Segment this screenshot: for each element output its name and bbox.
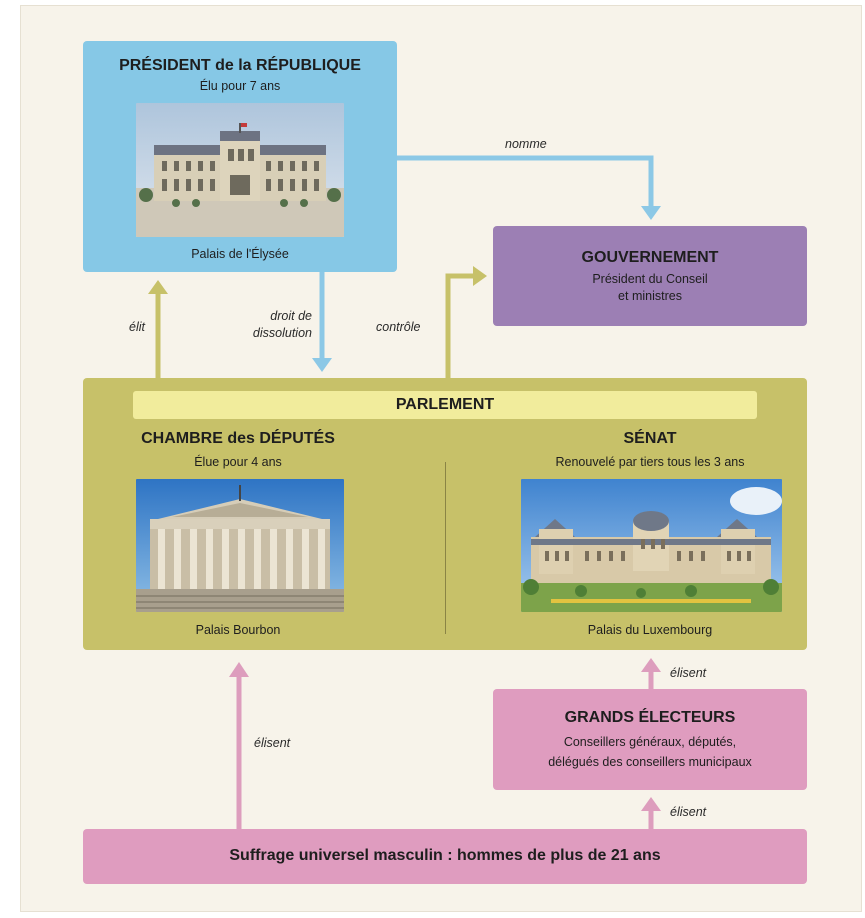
- arrow-elisent-chambre-head: [229, 662, 249, 677]
- arrow-elit-head: [148, 280, 168, 294]
- arrow-controle: [445, 273, 475, 378]
- arrow-controle-head: [473, 266, 487, 286]
- arrow-nomme: [397, 155, 654, 208]
- label-controle: contrôle: [376, 320, 421, 334]
- president-caption: Palais de l'Élysée: [191, 247, 289, 261]
- chambre-caption: Palais Bourbon: [195, 623, 281, 637]
- arrow-elisent-grands-head: [641, 797, 661, 811]
- gouvernement-line1: Président du Conseil: [592, 272, 708, 286]
- label-elisent-senat: élisent: [670, 666, 707, 680]
- president-title: PRÉSIDENT de la RÉPUBLIQUE: [119, 57, 361, 74]
- arrow-nomme-head: [641, 206, 661, 220]
- parlement-divider: [445, 462, 446, 634]
- president-subtitle: Élu pour 7 ans: [199, 79, 281, 93]
- label-elisent-grands: élisent: [670, 805, 707, 819]
- elysee-photo: [136, 103, 344, 237]
- arrow-dissolution-head: [312, 358, 332, 372]
- suffrage-box: [83, 829, 807, 884]
- senat-title: SÉNAT: [623, 430, 677, 447]
- grands-electeurs-line2: délégués des conseillers municipaux: [548, 755, 752, 769]
- parlement-title: PARLEMENT: [395, 396, 495, 413]
- arrow-elisent-senat-head: [641, 658, 661, 672]
- gouvernement-line2: et ministres: [618, 289, 682, 303]
- label-dissolution-2: dissolution: [252, 326, 312, 340]
- parlement-band: [133, 391, 757, 419]
- suffrage-text: Suffrage universel masculin : hommes de …: [229, 847, 661, 864]
- grands-electeurs-line1: Conseillers généraux, députés,: [563, 735, 737, 749]
- palais-bourbon-photo: [136, 479, 344, 612]
- label-nomme: nomme: [505, 137, 547, 151]
- gouvernement-title: GOUVERNEMENT: [581, 249, 719, 266]
- label-elit: élit: [129, 320, 145, 334]
- senat-subtitle: Renouvelé par tiers tous les 3 ans: [555, 455, 745, 469]
- grands-electeurs-title: GRANDS ÉLECTEURS: [564, 709, 736, 726]
- chambre-title: CHAMBRE des DÉPUTÉS: [141, 430, 335, 447]
- gouvernement-box: [493, 226, 807, 326]
- palais-luxembourg-photo: [521, 479, 782, 612]
- label-dissolution-1: droit de: [270, 309, 312, 323]
- chambre-subtitle: Élue pour 4 ans: [194, 455, 282, 469]
- senat-caption: Palais du Luxembourg: [587, 623, 713, 637]
- label-elisent-chambre: élisent: [254, 736, 291, 750]
- grands-electeurs-box: [493, 689, 807, 790]
